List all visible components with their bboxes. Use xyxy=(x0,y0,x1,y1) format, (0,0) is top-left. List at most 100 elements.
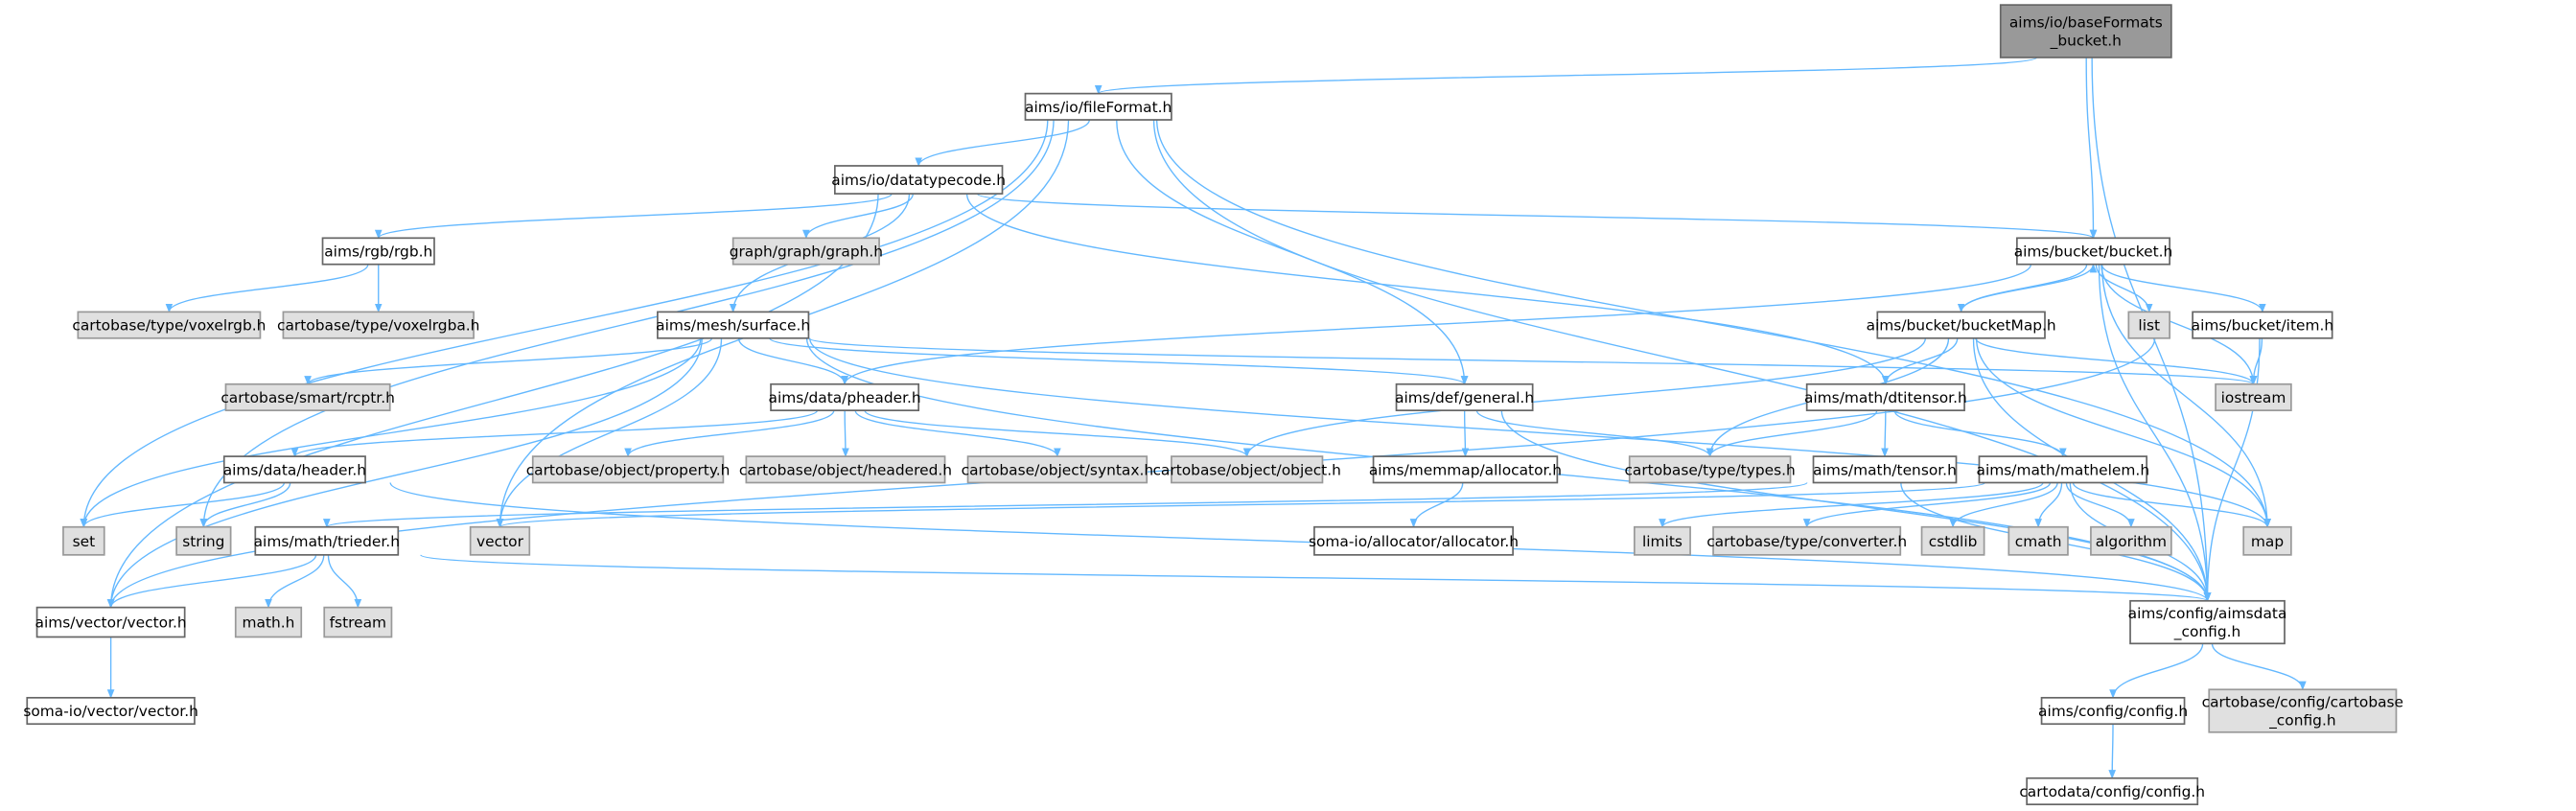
node-label: map xyxy=(2251,533,2284,550)
edge-surface-to-set xyxy=(80,337,702,528)
node-label: aims/data/header.h xyxy=(223,461,366,478)
node-label: aims/bucket/bucketMap.h xyxy=(1867,317,2056,335)
node-mathelem[interactable]: aims/math/mathelem.h xyxy=(1977,455,2150,484)
node-aimsvector[interactable]: aims/vector/vector.h xyxy=(35,606,187,638)
node-box xyxy=(2040,696,2186,726)
edge-pheader-to-object xyxy=(864,409,1251,458)
node-box xyxy=(657,311,810,339)
node-label: aims/io/datatypecode.h xyxy=(831,172,1006,189)
node-somaallocator[interactable]: soma-io/allocator/allocator.h xyxy=(1309,525,1519,556)
node-baseFormats[interactable]: aims/io/baseFormats_bucket.h xyxy=(1999,4,2172,58)
node-bucket[interactable]: aims/bucket/bucket.h xyxy=(2014,237,2173,266)
node-memallocator[interactable]: aims/memmap/allocator.h xyxy=(1369,455,1562,484)
node-aimsdata_config[interactable]: aims/config/aimsdata_config.h xyxy=(2128,599,2287,645)
node-label: cartobase/type/voxelrgb.h xyxy=(72,317,266,335)
node-item[interactable]: aims/bucket/item.h xyxy=(2192,311,2334,339)
node-cartodata_config[interactable]: cartodata/config/config.h xyxy=(2019,776,2205,806)
edge-bucket-to-list xyxy=(2095,264,2153,313)
node-label: set xyxy=(73,533,96,550)
node-label: string xyxy=(182,533,224,550)
node-box xyxy=(323,606,393,638)
node-box xyxy=(35,606,186,638)
node-box xyxy=(2129,599,2286,645)
edge-bucketMap-to-dtitensor xyxy=(1882,337,1959,385)
edge-pheader-to-property xyxy=(624,409,835,458)
node-config[interactable]: aims/config/config.h xyxy=(2038,696,2188,726)
edge-bucket-to-pheader xyxy=(841,264,2032,385)
node-label: iostream xyxy=(2221,389,2286,406)
edge-pheader-to-header xyxy=(290,409,819,458)
node-label: cartobase/smart/rcptr.h xyxy=(220,389,395,406)
edge-aimsdata_config-to-cartobase_config xyxy=(2211,643,2307,691)
node-label: _config.h xyxy=(2268,711,2336,730)
node-voxelrgb: cartobase/type/voxelrgb.h xyxy=(72,311,266,339)
node-box xyxy=(1633,525,1691,556)
node-header[interactable]: aims/data/header.h xyxy=(223,455,366,484)
node-label: cartobase/type/voxelrgba.h xyxy=(277,317,479,335)
edge-mathelem-to-cstdlib xyxy=(1949,482,2058,528)
edge-header-to-aimsdata_config xyxy=(389,482,2212,602)
edge-bucket-to-aimsdata_config xyxy=(2098,264,2212,602)
node-box xyxy=(62,525,105,556)
edge-bucketMap-to-map xyxy=(1975,337,2271,528)
node-label: aims/config/config.h xyxy=(2038,703,2188,720)
node-label: _bucket.h xyxy=(2050,32,2122,50)
node-box xyxy=(1812,455,1958,484)
node-label: vector xyxy=(476,533,524,550)
node-bucketMap[interactable]: aims/bucket/bucketMap.h xyxy=(1867,311,2056,339)
edge-dtitensor-to-mathelem xyxy=(1893,409,2067,458)
node-label: aims/math/dtitensor.h xyxy=(1804,389,1967,406)
edge-mathelem-to-map xyxy=(2072,482,2271,528)
node-box xyxy=(224,382,391,411)
node-box xyxy=(745,455,946,484)
edge-surface-to-pheader xyxy=(737,337,848,385)
node-box xyxy=(2016,237,2170,266)
node-box xyxy=(2026,776,2199,806)
edge-header-to-string xyxy=(199,482,291,528)
edge-mathelem-to-converter xyxy=(1802,482,2052,528)
edge-baseFormats-to-fileFormat xyxy=(1095,57,2037,95)
edge-bucketMap-to-object xyxy=(1242,337,1927,458)
edge-surface-to-aimsvector xyxy=(106,337,703,609)
node-label: aims/math/tensor.h xyxy=(1813,461,1957,478)
node-label: cartobase/type/converter.h xyxy=(1706,533,1907,550)
node-label: aims/io/baseFormats xyxy=(2009,14,2163,32)
node-box xyxy=(770,382,920,411)
node-tensor[interactable]: aims/math/tensor.h xyxy=(1812,455,1958,484)
node-label: soma-io/allocator/allocator.h xyxy=(1309,533,1519,550)
edge-datatypecode-to-aimsvector xyxy=(106,194,879,609)
edge-item-to-iostream xyxy=(2249,337,2263,385)
node-syntax: cartobase/object/syntax.h xyxy=(962,455,1153,484)
nodes: aims/io/baseFormats_bucket.h aims/io/file… xyxy=(23,4,2403,806)
node-general[interactable]: aims/def/general.h xyxy=(1395,382,1534,411)
node-surface[interactable]: aims/mesh/surface.h xyxy=(656,311,810,339)
node-box xyxy=(1805,382,1965,411)
edge-trieder-to-aimsdata_config xyxy=(420,554,2211,602)
node-datatypecode[interactable]: aims/io/datatypecode.h xyxy=(831,165,1006,195)
node-pheader[interactable]: aims/data/pheader.h xyxy=(769,382,921,411)
edge-general-to-types xyxy=(1475,409,1714,458)
node-vector: vector xyxy=(469,525,531,556)
node-label: soma-io/vector/vector.h xyxy=(23,703,198,720)
node-fileFormat[interactable]: aims/io/fileFormat.h xyxy=(1024,92,1172,121)
node-trieder[interactable]: aims/math/trieder.h xyxy=(254,525,400,556)
node-rgb[interactable]: aims/rgb/rgb.h xyxy=(321,237,435,266)
edge-surface-to-map xyxy=(808,337,2271,528)
node-box xyxy=(966,455,1149,484)
node-box xyxy=(1920,525,1985,556)
node-map: map xyxy=(2242,525,2292,556)
node-dtitensor[interactable]: aims/math/dtitensor.h xyxy=(1804,382,1967,411)
edge-pheader-to-headered xyxy=(842,410,849,458)
edge-datatypecode-to-bucket xyxy=(976,193,2097,240)
edge-datatypecode-to-dtitensor xyxy=(965,194,1890,385)
node-label: cmath xyxy=(2015,533,2062,550)
node-list: list xyxy=(2127,311,2170,339)
node-box xyxy=(254,525,400,556)
edge-datatypecode-to-graph xyxy=(802,193,914,240)
edge-fileFormat-to-string xyxy=(199,120,1055,528)
node-somavector[interactable]: soma-io/vector/vector.h xyxy=(23,696,198,726)
edge-surface-to-rcptr xyxy=(304,337,713,385)
edge-general-to-aimsdata_config xyxy=(1500,410,2212,602)
node-graph: graph/graph/graph.h xyxy=(730,237,883,266)
